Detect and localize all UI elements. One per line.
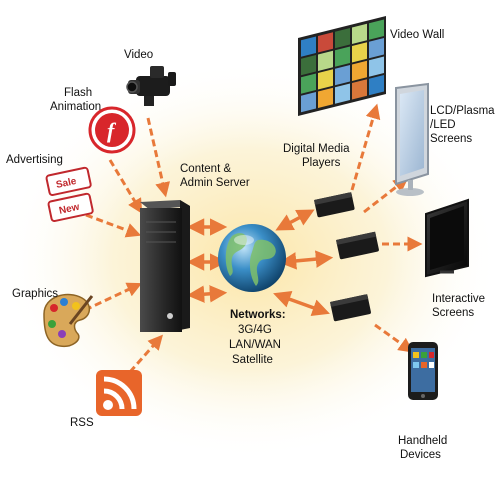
video-wall-tile (318, 32, 333, 53)
connection-arrows (84, 103, 423, 373)
video-wall-tile (352, 79, 367, 100)
networks-label: Networks: (230, 309, 286, 321)
video-camera-icon (126, 66, 176, 106)
arrow-player-to-lcd (363, 177, 409, 214)
arrow-flash-to-server (108, 159, 143, 214)
media-player-1-icon (314, 192, 355, 218)
arrow-network-player-1 (275, 209, 315, 231)
lcd-label-line2: /LED (430, 119, 456, 131)
arrow-server-network-3 (186, 285, 228, 303)
arrow-player-to-handheld (374, 323, 414, 353)
networks-satellite: Satellite (232, 354, 273, 366)
rss-icon (96, 370, 142, 416)
advertising-tags-icon: Sale New (45, 166, 94, 223)
handheld-label-line2: Devices (400, 449, 441, 461)
video-wall-tile (301, 73, 316, 94)
arrow-graphics-to-server (84, 282, 143, 312)
networks-3g4g: 3G/4G (238, 324, 272, 336)
video-wall-icon (298, 16, 386, 116)
graphics-label: Graphics (12, 288, 58, 300)
arrow-player-to-videowall (350, 103, 381, 191)
paint-palette-icon (43, 293, 94, 348)
video-wall-tile (352, 60, 367, 82)
video-label: Video (124, 49, 153, 61)
server-label-line2: Admin Server (180, 177, 250, 189)
server-icon (140, 200, 190, 332)
server-network-arrows (186, 209, 334, 317)
video-wall-tile (301, 92, 316, 113)
networks-lanwan: LAN/WAN (229, 339, 281, 351)
flash-label-line1: Flash (64, 87, 92, 99)
video-wall-tile (301, 55, 316, 76)
globe-network-icon (218, 224, 286, 292)
video-wall-tile (301, 36, 316, 57)
lcd-label-line1: LCD/Plasma (430, 105, 495, 117)
video-wall-tile (318, 87, 333, 109)
arrow-network-player-2 (278, 250, 334, 270)
video-wall-tile (335, 83, 350, 104)
video-wall-tile (318, 50, 333, 72)
arrow-rss-to-server (128, 334, 163, 373)
handheld-device-icon (408, 342, 438, 400)
interactive-screen-icon (425, 198, 469, 278)
arrow-video-to-server (146, 117, 170, 198)
lcd-screen-icon (395, 82, 429, 196)
players-label-line2: Players (302, 157, 341, 169)
handheld-label-line1: Handheld (398, 435, 447, 447)
rss-label: RSS (70, 417, 94, 429)
video-wall-tile (335, 65, 350, 86)
media-player-2-icon (336, 231, 379, 260)
video-wall-tile (335, 28, 350, 49)
flash-icon: f (88, 106, 136, 154)
video-wall-tile (335, 46, 350, 67)
server-label-line1: Content & (180, 163, 231, 175)
video-wall-tile (352, 23, 367, 45)
video-wall-tile (369, 75, 384, 96)
interactive-label-line1: Interactive (432, 293, 485, 305)
video-wall-tile (369, 38, 384, 59)
interactive-label-line2: Screens (432, 307, 474, 319)
arrow-network-player-3 (273, 290, 330, 317)
advertising-label: Advertising (6, 154, 63, 166)
arrow-advertising-to-server (85, 213, 142, 238)
video-wall-tile (352, 42, 367, 63)
video-wall-label: Video Wall (390, 29, 444, 41)
video-wall-tile (318, 69, 333, 90)
ad-tag-new: New (58, 202, 81, 217)
ad-tag-sale: Sale (55, 176, 78, 191)
media-player-3-icon (330, 294, 371, 322)
flash-label-line2: Animation (50, 101, 101, 113)
svg-text:f: f (107, 118, 117, 143)
lcd-label-line3: Screens (430, 133, 472, 145)
video-wall-tile (369, 56, 384, 77)
players-label-line1: Digital Media (283, 143, 350, 155)
video-wall-tile (369, 19, 384, 40)
